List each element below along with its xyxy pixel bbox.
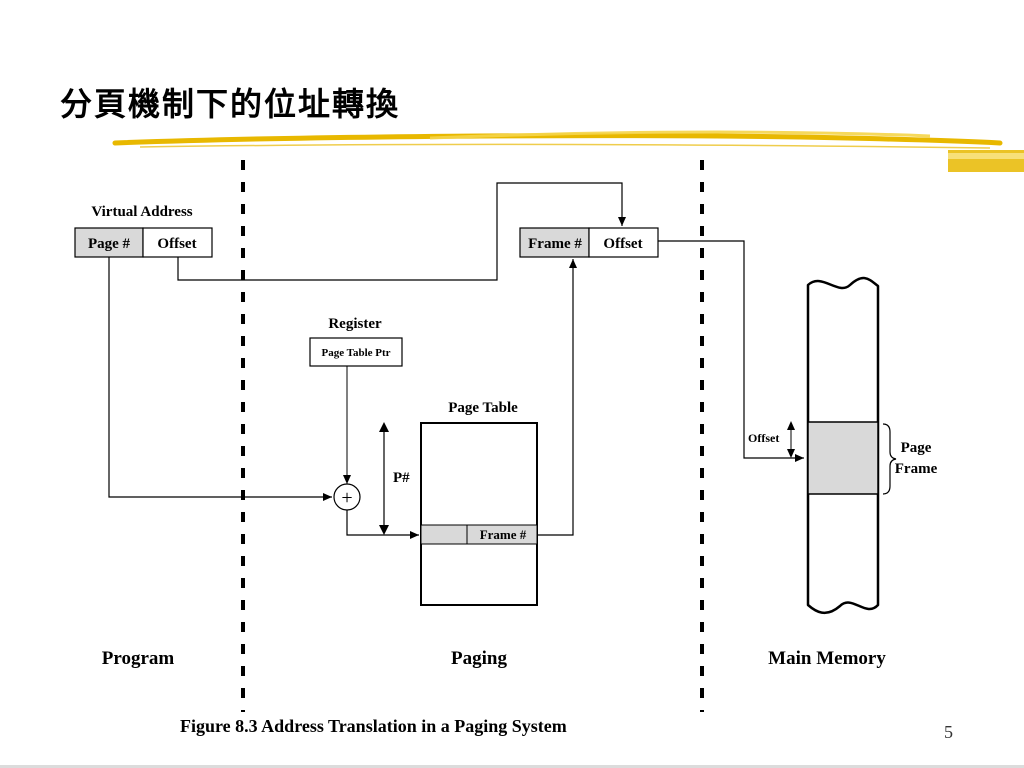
title-underline-stroke (112, 133, 1003, 146)
region-label-program: Program (102, 648, 175, 669)
index-arrow-head-down (379, 525, 389, 535)
page-number-to-adder-line (108, 257, 332, 501)
region-label-main-memory: Main Memory (768, 648, 886, 669)
virtual-address-box: Page # Offset (74, 227, 213, 258)
title-underline-accent-block-light (948, 153, 1024, 159)
slide-title: 分頁機制下的位址轉換 (60, 85, 401, 123)
register-box (309, 337, 403, 367)
page-frame-label-line1: Page (901, 440, 932, 456)
physical-frame-field (519, 227, 590, 258)
title-underline (112, 130, 1024, 172)
physical-offset-field (588, 227, 659, 258)
adder-symbol: + (341, 487, 352, 509)
index-label: P# (393, 470, 410, 486)
register-title: Register (328, 316, 382, 332)
page-table-box (420, 422, 538, 606)
offset-copy-line (177, 182, 626, 281)
adder-to-entry-line (346, 510, 419, 539)
register-content: Page Table Ptr (321, 347, 390, 359)
page-frame-brace (882, 423, 897, 495)
memory-offset-arrow-head-down (787, 449, 795, 458)
page-table-entry-label: Frame # (480, 527, 527, 542)
virtual-address-title: Virtual Address (91, 204, 192, 220)
page-frame-label-line2: Frame (895, 461, 938, 477)
physical-frame-label: Frame # (528, 236, 582, 252)
region-label-paging: Paging (451, 648, 507, 669)
physical-address-box: Frame # Offset (519, 227, 659, 258)
memory-offset-arrow-head-up (787, 421, 795, 430)
footer-rule (0, 765, 1024, 768)
page-table-title: Page Table (448, 400, 518, 416)
virtual-offset-label: Offset (157, 236, 196, 252)
page-frame-block (807, 421, 879, 495)
page-number: 5 (944, 722, 953, 742)
frame-number-to-address-line (537, 259, 577, 536)
index-arrow-head-up (379, 422, 389, 432)
memory-offset-label: Offset (748, 431, 779, 445)
address-to-memory-line (658, 240, 804, 462)
title-underline-thin (139, 143, 991, 149)
figure-caption: Figure 8.3 Address Translation in a Pagi… (180, 716, 567, 736)
virtual-offset-field (142, 227, 213, 258)
title-underline-highlight (429, 130, 931, 140)
virtual-page-label: Page # (88, 236, 131, 252)
physical-offset-label: Offset (603, 236, 642, 252)
